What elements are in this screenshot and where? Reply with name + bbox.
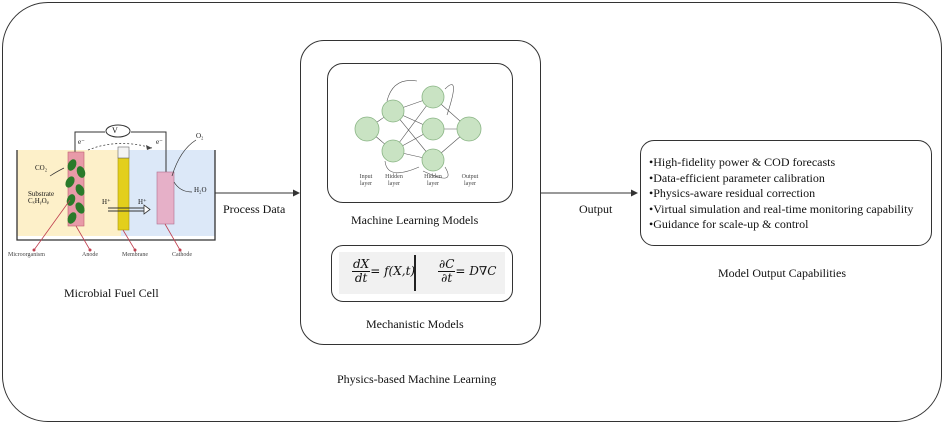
nn-hidden-layer-2-label: Hidden layer xyxy=(424,174,442,187)
nn-input-layer-label: Input layer xyxy=(359,174,373,187)
proton-right-label: H⁺ xyxy=(138,198,147,206)
container xyxy=(16,150,216,241)
microorganism-label: Microorganism xyxy=(8,252,45,258)
equation-diffusion: ∂C∂t= D∇C xyxy=(438,257,497,285)
capability-item: Data-efficient parameter calibration xyxy=(649,171,931,187)
nn-hidden1-node xyxy=(381,139,405,163)
electron-flow-arrow xyxy=(87,143,153,151)
cathode xyxy=(156,171,175,225)
capability-item: Guidance for scale-up & control xyxy=(649,217,931,233)
nn-hidden-layer-1-label: Hidden layer xyxy=(385,174,403,187)
nn-input-node xyxy=(354,116,380,142)
water-arrow xyxy=(173,181,193,193)
mechanistic-title: Mechanistic Models xyxy=(366,317,464,331)
nn-hidden2-node xyxy=(421,148,445,172)
output-label: Output xyxy=(579,202,613,216)
ml-title: Machine Learning Models xyxy=(351,213,479,227)
capability-item: Virtual simulation and real-time monitor… xyxy=(649,202,931,218)
nn-hidden2-node xyxy=(421,85,445,109)
water-label: H₂O xyxy=(194,186,207,194)
wire-left xyxy=(74,131,105,152)
label-pointers xyxy=(33,199,181,251)
anode-label: Anode xyxy=(82,252,98,258)
proton-left-label: H⁺ xyxy=(102,198,111,206)
mfc-title: Microbial Fuel Cell xyxy=(64,286,159,300)
outer-frame xyxy=(2,2,942,422)
nn-output-node xyxy=(456,116,482,142)
wire-right xyxy=(131,131,167,172)
bacteria xyxy=(65,159,86,224)
oxygen-label: O₂ xyxy=(196,132,204,140)
process-data-label: Process Data xyxy=(223,202,286,216)
electron-right-label: e⁻ xyxy=(156,138,163,146)
membrane-cap xyxy=(117,146,130,159)
equation-panel xyxy=(339,252,505,294)
neural-network xyxy=(354,80,482,179)
pbml-title: Physics-based Machine Learning xyxy=(337,372,497,386)
mfc-diagram xyxy=(16,124,216,252)
cathode-label: Cathode xyxy=(172,252,192,258)
equation-divider xyxy=(414,255,416,291)
membrane-label: Membrane xyxy=(122,252,148,258)
capability-item: Physics-aware residual correction xyxy=(649,186,931,202)
nn-hidden1-node xyxy=(381,99,405,123)
nn-hidden2-node xyxy=(421,117,445,141)
capability-item: High-fidelity power & COD forecasts xyxy=(649,155,931,171)
oxygen-arrow xyxy=(171,139,197,177)
capabilities-box: High-fidelity power & COD forecasts Data… xyxy=(640,140,932,246)
co2-arrow xyxy=(49,167,65,177)
electron-left-label: e⁻ xyxy=(78,138,85,146)
voltmeter xyxy=(105,124,131,138)
voltmeter-label: V xyxy=(112,126,118,135)
nn-output-layer-label: Output layer xyxy=(461,174,479,187)
co2-label: CO₂ xyxy=(35,164,48,172)
capabilities-title: Model Output Capabilities xyxy=(718,266,846,280)
